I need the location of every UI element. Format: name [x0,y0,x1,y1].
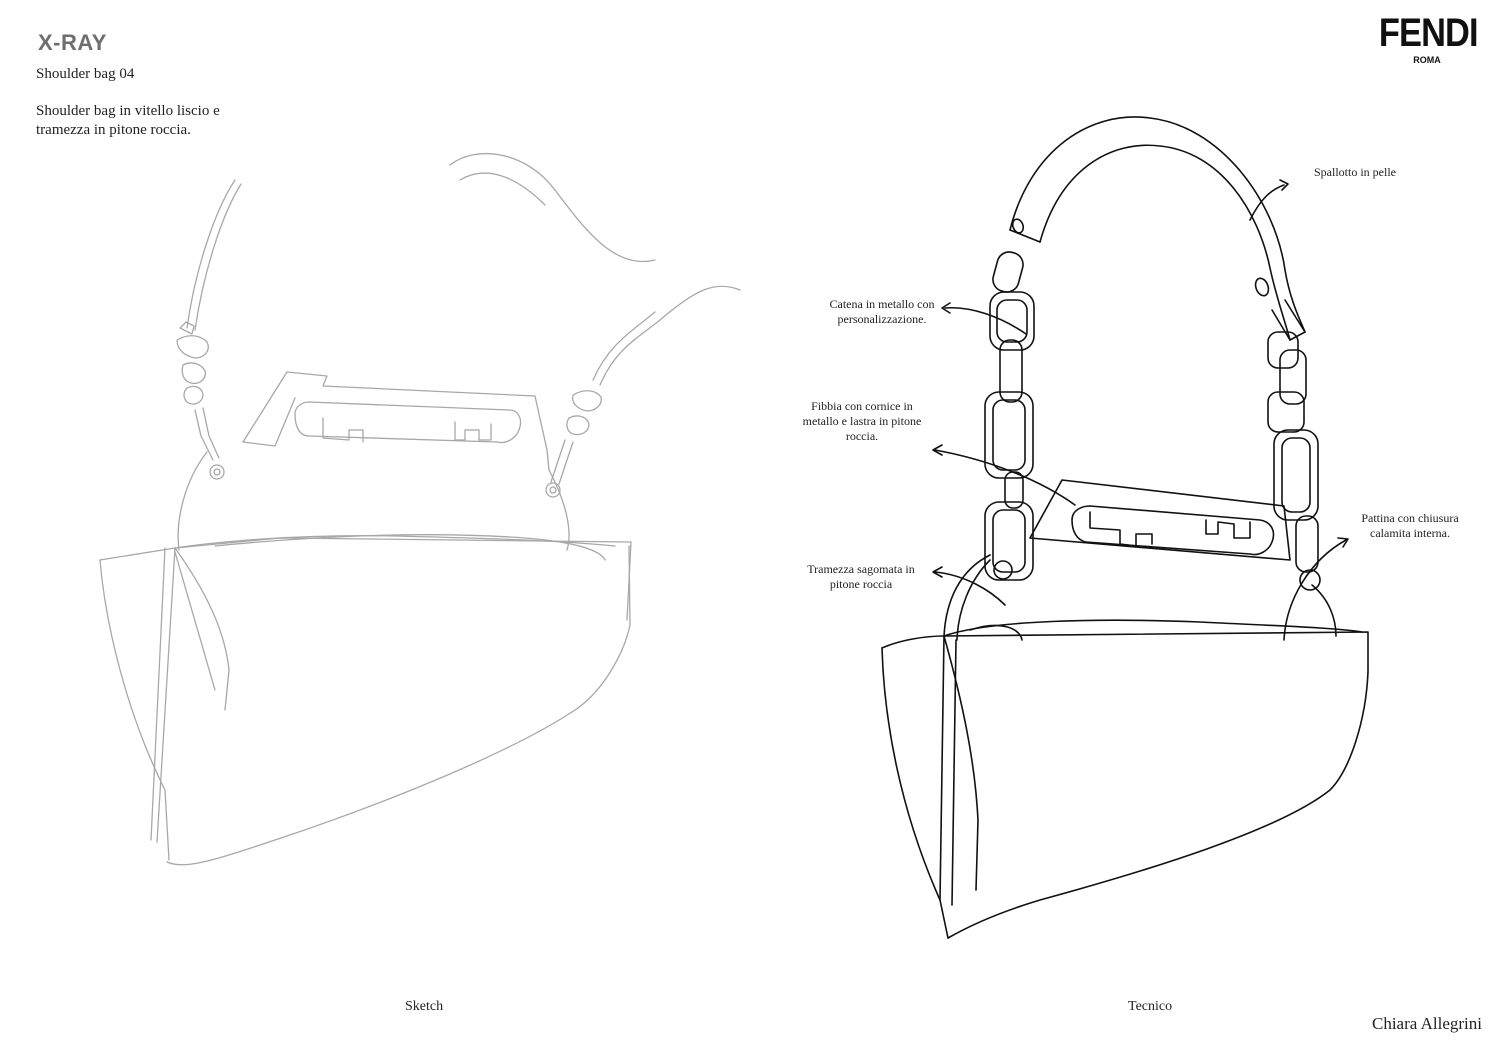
caption-sketch: Sketch [405,999,444,1014]
annotation-flap: Pattina con chiusura calamita interna. [1361,511,1459,540]
annotation-gusset: Tramezza sagomata in pitone roccia [807,562,915,591]
brand-city: ROMA [1413,55,1441,65]
brand-logo: FENDI ROMA [1371,12,1483,65]
brand-name: FENDI [1378,11,1479,55]
sketch-drawing [99,153,741,866]
annotation-strap: Spallotto in pelle [1314,165,1396,179]
annotation-chain: Catena in metallo con personalizzazione. [829,297,935,326]
product-description: Shoulder bag in vitello liscio e tramezz… [36,103,220,138]
caption-technical: Tecnico [1128,999,1173,1014]
collection-title: X-RAY [38,30,107,55]
author-name: Chiara Allegrini [1371,1014,1482,1033]
product-name: Shoulder bag 04 [36,66,135,82]
annotation-buckle: Fibbia con cornice in metallo e lastra i… [802,399,922,443]
